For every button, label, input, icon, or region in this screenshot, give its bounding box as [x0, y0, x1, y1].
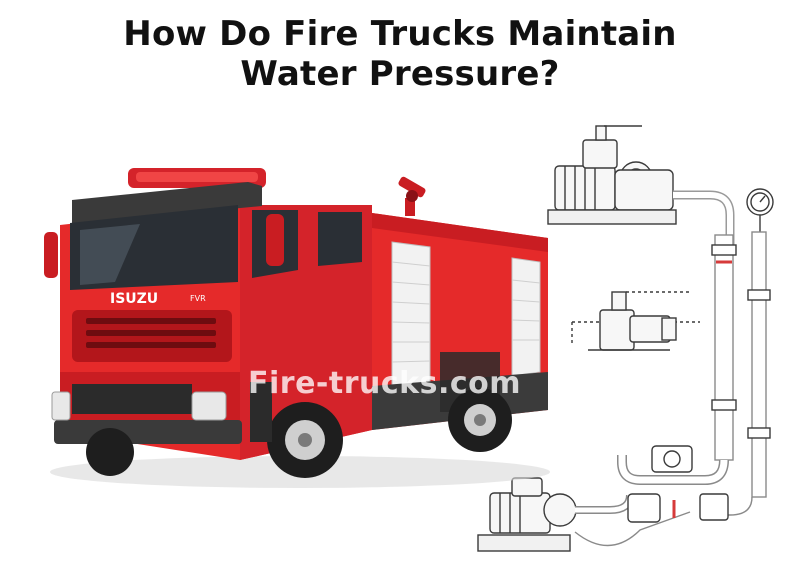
fire-truck-illustration [44, 168, 550, 488]
rear-wheel [448, 388, 512, 452]
page-title: How Do Fire Trucks Maintain Water Pressu… [0, 14, 800, 94]
bottom-pump [477, 477, 729, 552]
brand-badge: ISUZU [110, 291, 158, 307]
middle-pump [571, 291, 700, 351]
cab-badge: FVR [190, 294, 206, 303]
top-pump [547, 125, 735, 245]
title-line-1: How Do Fire Trucks Maintain [123, 14, 677, 54]
title-line-2: Water Pressure? [240, 54, 560, 94]
watermark: Fire-trucks.com [248, 366, 522, 401]
pump-diagram [477, 125, 774, 552]
water-monitor-cannon [398, 176, 426, 216]
pressure-gauge-icon [746, 188, 774, 232]
front-wheel [267, 402, 343, 478]
